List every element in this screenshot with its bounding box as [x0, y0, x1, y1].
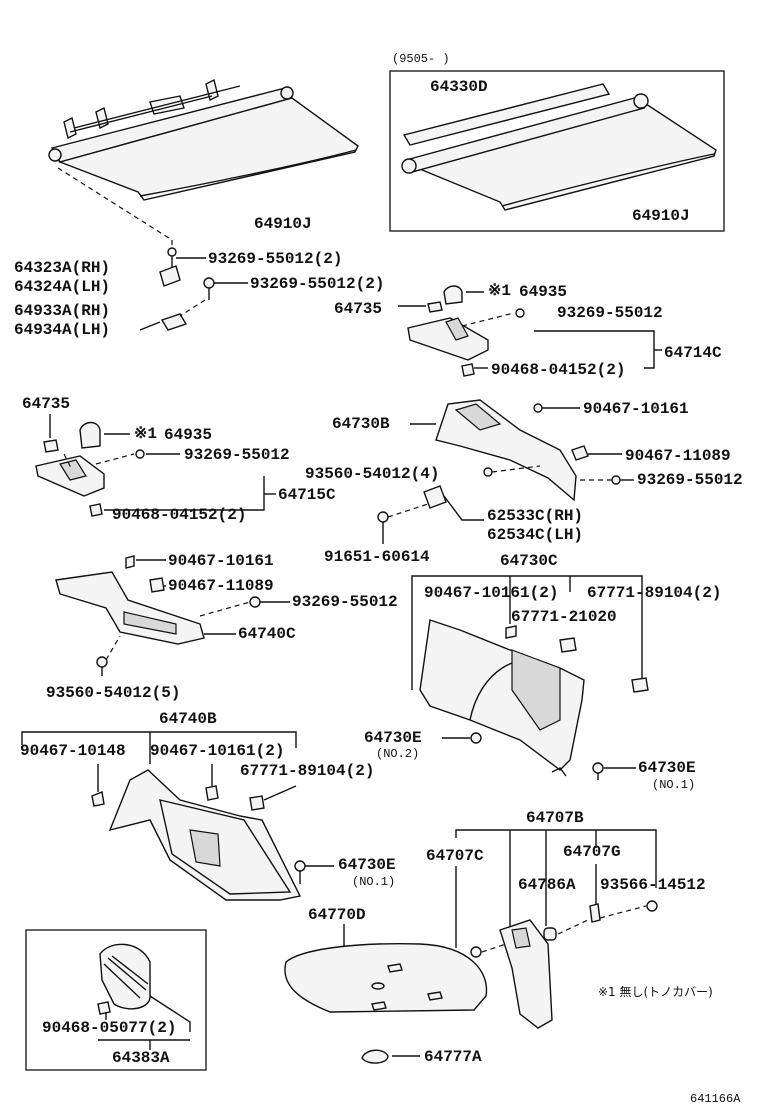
clip-64730e-no1-upper [592, 762, 636, 780]
inset-date-label: (9505- ) [392, 52, 450, 66]
inset-frame-cover [25, 929, 207, 1071]
part-label-l25: 64715C [278, 486, 336, 504]
part-label-l39: 64740B [159, 710, 217, 728]
cover-64383a [97, 943, 191, 1050]
part-label-l26: 90468-04152(2) [112, 506, 246, 524]
part-label-l52: 64786A [518, 876, 576, 894]
footnote: ※1 無し(トノカバー) [598, 984, 713, 999]
part-label-l13: 64934A(LH) [14, 321, 110, 339]
part-label-l55: 90468-05077(2) [42, 1019, 176, 1037]
part-label-l19: ※1 [134, 425, 157, 443]
part-label-l15: 90468-04152(2) [491, 361, 625, 379]
part-label-layer: 64330D 64910J 64910J 93269-55012(2) 64323A(R… [14, 78, 743, 1067]
part-label-l29: 64730C [500, 552, 558, 570]
part-label-l38: 93560-54012(5) [46, 684, 180, 702]
part-label-l50: 64730E [338, 856, 396, 874]
part-label-l46: (NO.1) [652, 778, 695, 792]
part-label-l32: 90467-11089 [168, 577, 274, 595]
part-label-l14: 64714C [664, 344, 722, 362]
part-label-l45: 64730E [638, 759, 696, 777]
side-trim-64730b [377, 399, 634, 544]
inset-frame-tonneau [389, 70, 725, 232]
part-label-l40: 64730E [364, 729, 422, 747]
part-label-l06: 64324A(LH) [14, 278, 110, 296]
side-trim-64730c [411, 575, 649, 777]
part-label-l20: 64935 [164, 426, 212, 444]
part-label-l16: 64735 [22, 395, 70, 413]
part-label-l44: 67771-89104(2) [240, 762, 374, 780]
lamp-housing-64714c [398, 285, 662, 377]
clip-64730e-no2 [442, 732, 482, 744]
part-label-l05: 64323A(RH) [14, 259, 110, 277]
part-label-l09: 64935 [519, 283, 567, 301]
part-label-l28: 62534C(LH) [487, 526, 583, 544]
part-label-l49: 64707G [563, 843, 621, 861]
lamp-housing-64715c [35, 414, 276, 517]
trim-64740b [21, 731, 334, 901]
part-label-l18: 64730B [332, 415, 390, 433]
floor-cover-64770d [284, 924, 488, 1013]
part-label-l56: 64383A [112, 1049, 170, 1067]
part-label-l47: 64707B [526, 809, 584, 827]
part-label-l53: 93566-14512 [600, 876, 706, 894]
part-label-l10: 64735 [334, 300, 382, 318]
part-label-l04: 93269-55012(2) [208, 250, 342, 268]
part-label-l11: 64933A(RH) [14, 302, 110, 320]
part-label-l37: 64740C [238, 625, 296, 643]
tonneau-cover-main [48, 78, 359, 201]
trim-64740c [55, 555, 290, 676]
part-label-l03: 64910J [632, 207, 690, 225]
bracket-64323a [159, 247, 206, 287]
part-label-l01: 64330D [430, 78, 488, 96]
part-label-l35: 93269-55012 [292, 593, 398, 611]
part-label-l48: 64707C [426, 847, 484, 865]
part-label-l24: 93269-55012 [637, 471, 743, 489]
part-label-l22: 90467-11089 [625, 447, 731, 465]
part-label-l08: ※1 [488, 282, 511, 300]
part-label-l42: 90467-10148 [20, 742, 126, 760]
part-label-l17: 90467-10161 [583, 400, 689, 418]
part-label-l30: 91651-60614 [324, 548, 430, 566]
part-label-l07: 93269-55012(2) [250, 275, 384, 293]
trim-64707b [455, 829, 658, 1029]
part-label-l54: 64770D [308, 906, 366, 924]
part-label-l31: 90467-10161 [168, 552, 274, 570]
part-label-l36: 67771-21020 [511, 608, 617, 626]
part-label-l23: 93560-54012(4) [305, 465, 439, 483]
bracket-64933a [139, 277, 248, 331]
plug-64777a [361, 1049, 420, 1064]
part-label-l02: 64910J [254, 215, 312, 233]
part-label-l51: (NO.1) [352, 875, 395, 889]
diagram-code: 641166A [690, 1092, 741, 1106]
part-label-l43: 90467-10161(2) [150, 742, 284, 760]
part-label-l57: 64777A [424, 1048, 482, 1066]
tonneau-cover-inset [401, 83, 717, 211]
part-label-l41: (NO.2) [376, 747, 419, 761]
part-label-l34: 67771-89104(2) [587, 584, 721, 602]
part-label-l12: 93269-55012 [557, 304, 663, 322]
part-label-l21: 93269-55012 [184, 446, 290, 464]
part-label-l27: 62533C(RH) [487, 507, 583, 525]
part-label-l33: 90467-10161(2) [424, 584, 558, 602]
